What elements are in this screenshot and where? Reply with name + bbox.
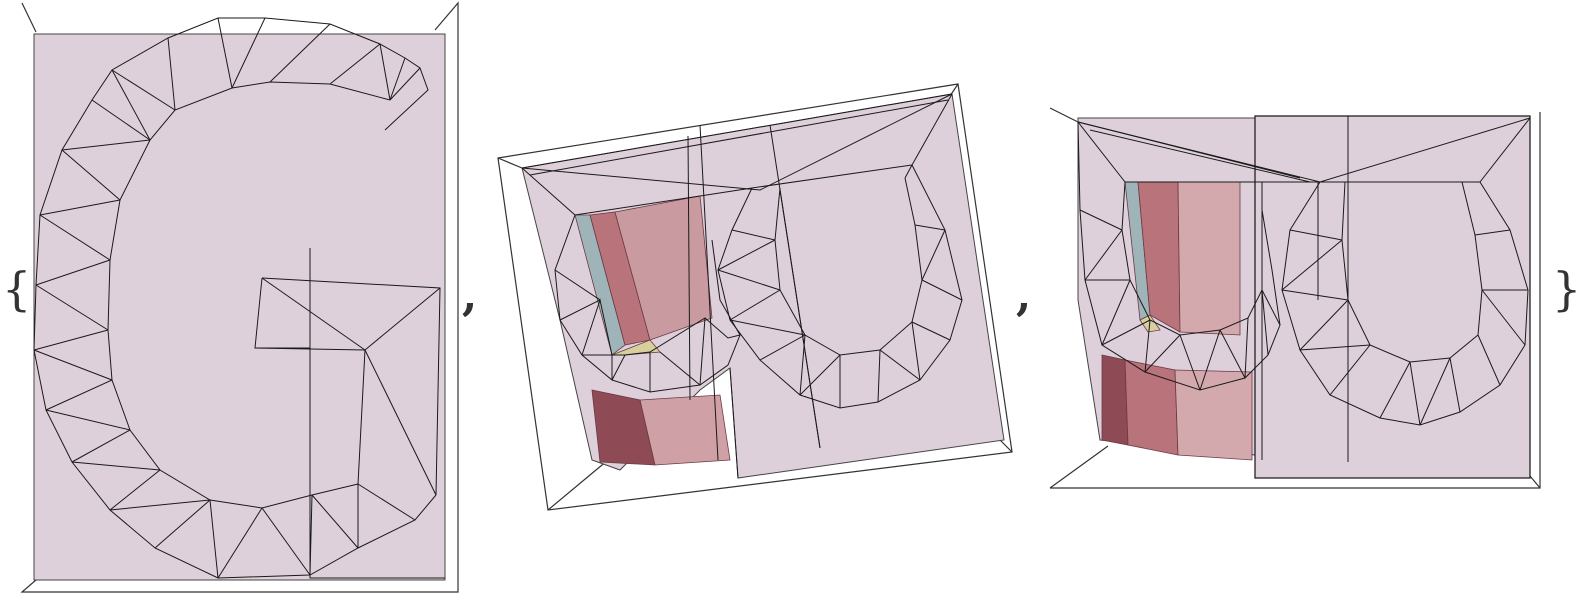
g-triangulation xyxy=(1077,116,1531,462)
bounding-box xyxy=(20,1,459,593)
separator-2: , xyxy=(1016,270,1032,321)
bounding-box xyxy=(1049,107,1541,489)
extruded-walls xyxy=(1101,181,1253,461)
g-triangulation xyxy=(33,17,445,579)
g-triangulation xyxy=(521,93,963,479)
graphic-g-oblique[interactable] xyxy=(1040,0,1560,604)
graphic-g-front[interactable] xyxy=(0,0,470,604)
graphic-g-tilted[interactable] xyxy=(480,0,1020,604)
back-face xyxy=(521,93,1005,479)
back-face xyxy=(33,33,446,581)
close-brace: } xyxy=(1552,262,1582,316)
separator-1: , xyxy=(462,270,478,321)
open-brace: { xyxy=(2,262,32,316)
